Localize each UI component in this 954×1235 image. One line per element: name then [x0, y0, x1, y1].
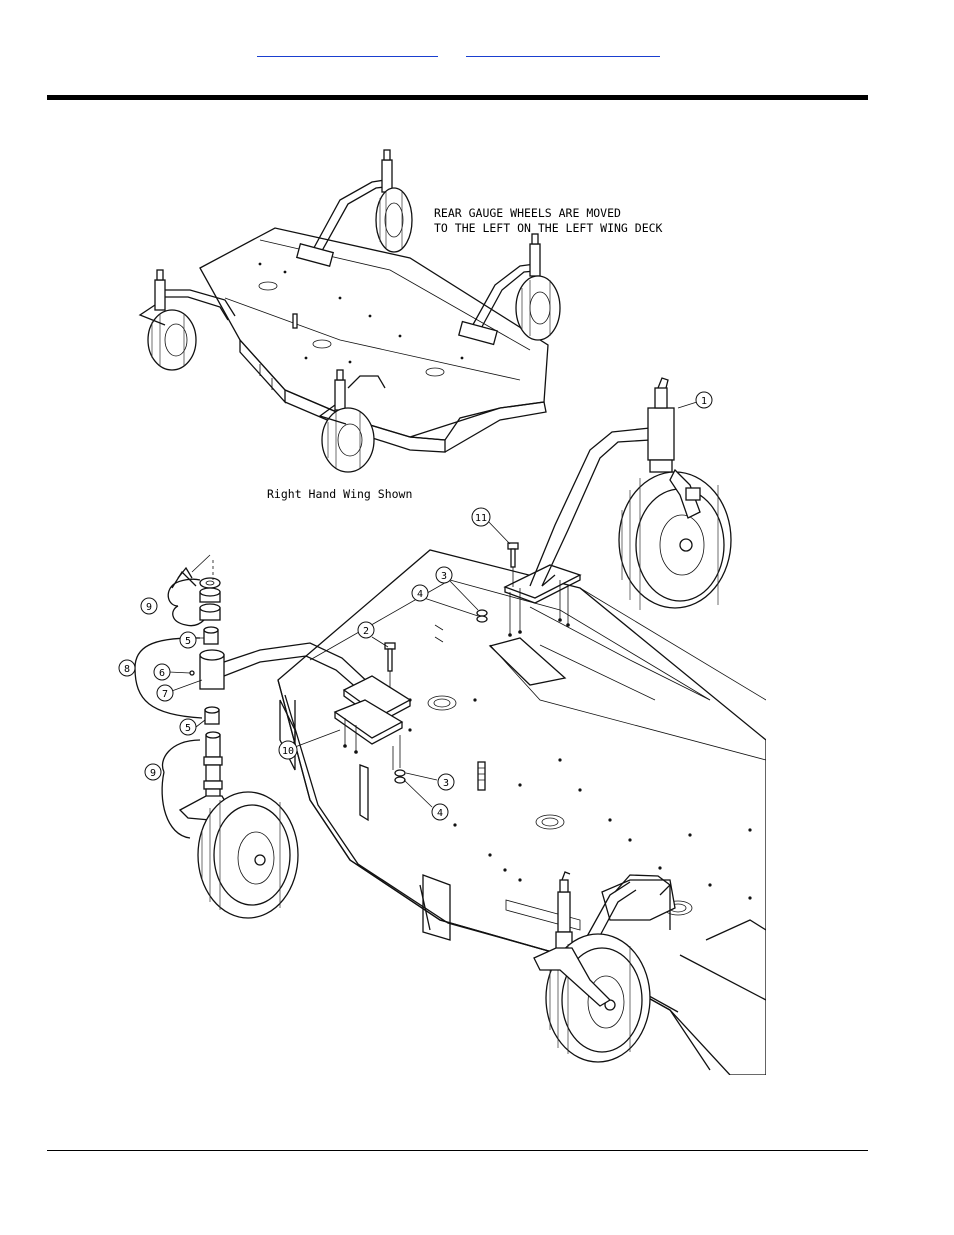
- svg-text:3: 3: [443, 778, 449, 789]
- callout-3-lower: 3: [437, 773, 455, 791]
- svg-text:10: 10: [282, 746, 294, 757]
- footer-rule: [47, 1150, 868, 1151]
- callout-5-lower: 5: [179, 718, 197, 736]
- svg-text:4: 4: [437, 808, 443, 819]
- callout-9-upper: 9: [140, 597, 158, 615]
- callout-10: 10: [278, 740, 298, 760]
- svg-text:8: 8: [124, 664, 130, 675]
- svg-text:5: 5: [185, 723, 191, 734]
- callout-6: 6: [153, 663, 171, 681]
- svg-text:9: 9: [150, 768, 156, 779]
- wheel-assembly-1: [476, 377, 732, 637]
- callout-11: 11: [471, 507, 491, 527]
- callout-1: 1: [695, 391, 713, 409]
- exploded-arm-assembly: [171, 554, 412, 919]
- parts-diagram: REAR GAUGE WHEELS ARE MOVED TO THE LEFT …: [118, 149, 766, 1075]
- svg-text:2: 2: [363, 626, 369, 637]
- svg-text:1: 1: [701, 396, 707, 407]
- svg-text:5: 5: [185, 636, 191, 647]
- callout-2: 2: [357, 621, 375, 639]
- callout-4-lower: 4: [431, 803, 449, 821]
- callout-leaders: [134, 401, 698, 839]
- svg-text:11: 11: [475, 513, 487, 524]
- callout-8: 8: [118, 659, 136, 677]
- svg-text:3: 3: [441, 571, 447, 582]
- callout-4-upper: 4: [411, 584, 429, 602]
- main-deck: [277, 549, 766, 1075]
- svg-text:6: 6: [159, 668, 165, 679]
- svg-text:7: 7: [162, 689, 168, 700]
- callout-5-upper: 5: [179, 631, 197, 649]
- wheel-assembly-bottom: [533, 871, 766, 1063]
- diagram-note-line-2: TO THE LEFT ON THE LEFT WING DECK: [434, 221, 663, 235]
- svg-text:4: 4: [417, 589, 423, 600]
- callout-7: 7: [156, 684, 174, 702]
- header-nav-link-1[interactable]: [257, 42, 438, 57]
- callout-9-lower: 9: [144, 763, 162, 781]
- header-nav-link-2[interactable]: [466, 42, 660, 57]
- overview-deck: [138, 149, 561, 473]
- diagram-caption: Right Hand Wing Shown: [267, 487, 412, 501]
- svg-text:9: 9: [146, 602, 152, 613]
- diagram-note-line-1: REAR GAUGE WHEELS ARE MOVED: [434, 206, 621, 220]
- callout-3-upper: 3: [435, 566, 453, 584]
- header-rule: [47, 95, 868, 100]
